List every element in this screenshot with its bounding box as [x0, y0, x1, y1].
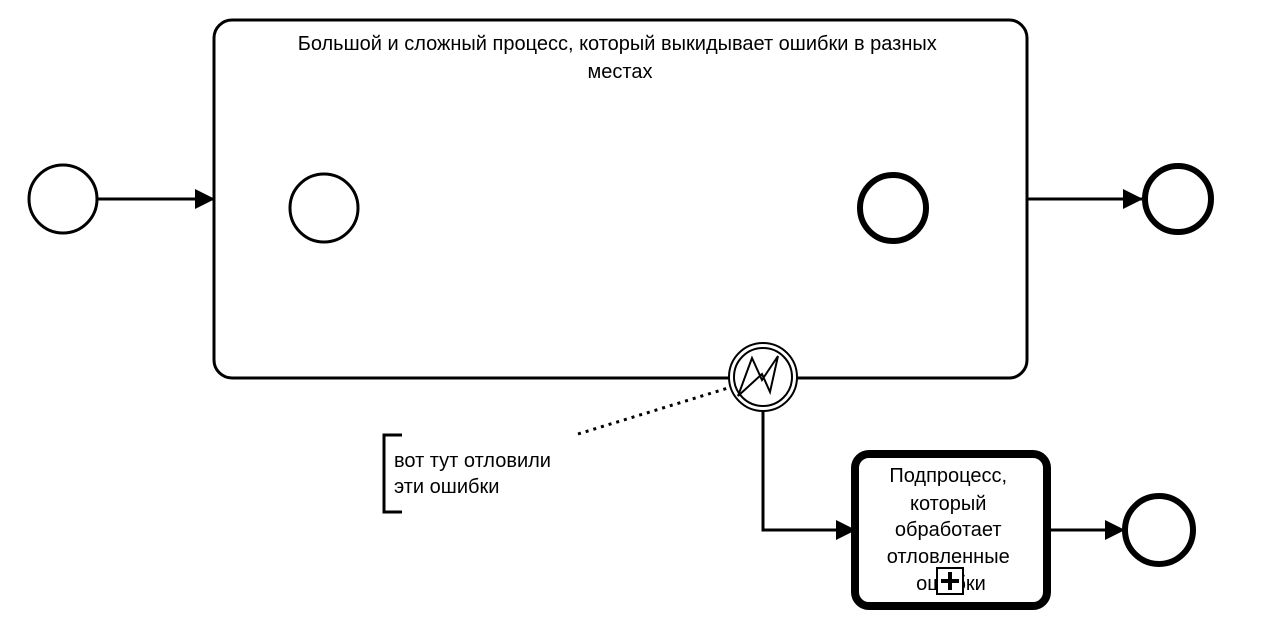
- error-boundary-icon: [737, 355, 779, 397]
- annotation-text: вот тут отловили эти ошибки: [394, 450, 557, 498]
- error-handler-label-line: Подпроцесс,: [889, 465, 1007, 487]
- annotation-association[interactable]: [577, 386, 729, 436]
- boundary-error-event[interactable]: [728, 342, 798, 412]
- inner-end-event[interactable]: [857, 172, 929, 244]
- inner-start-event[interactable]: [288, 172, 360, 244]
- expand-plus-icon[interactable]: [936, 567, 964, 595]
- start-event[interactable]: [27, 163, 99, 235]
- main-subprocess-label-line: местах: [588, 61, 653, 83]
- end-event[interactable]: [1142, 163, 1214, 235]
- sequence-flow-error-to-handler[interactable]: [761, 410, 856, 540]
- error-handler-label-line: отловленные: [887, 546, 1010, 568]
- handler-end-event[interactable]: [1122, 493, 1196, 567]
- annotation-bracket: [382, 433, 402, 514]
- annotation-line: вот тут отловили: [394, 450, 551, 472]
- error-handler-label-line: который: [910, 493, 986, 515]
- annotation-line: эти ошибки: [394, 476, 499, 498]
- main-subprocess-label-line: Большой и сложный процесс, который выкид…: [298, 33, 937, 55]
- main-subprocess-label: Большой и сложный процесс, который выкид…: [298, 33, 943, 83]
- error-handler-label-line: обработает: [895, 519, 1002, 541]
